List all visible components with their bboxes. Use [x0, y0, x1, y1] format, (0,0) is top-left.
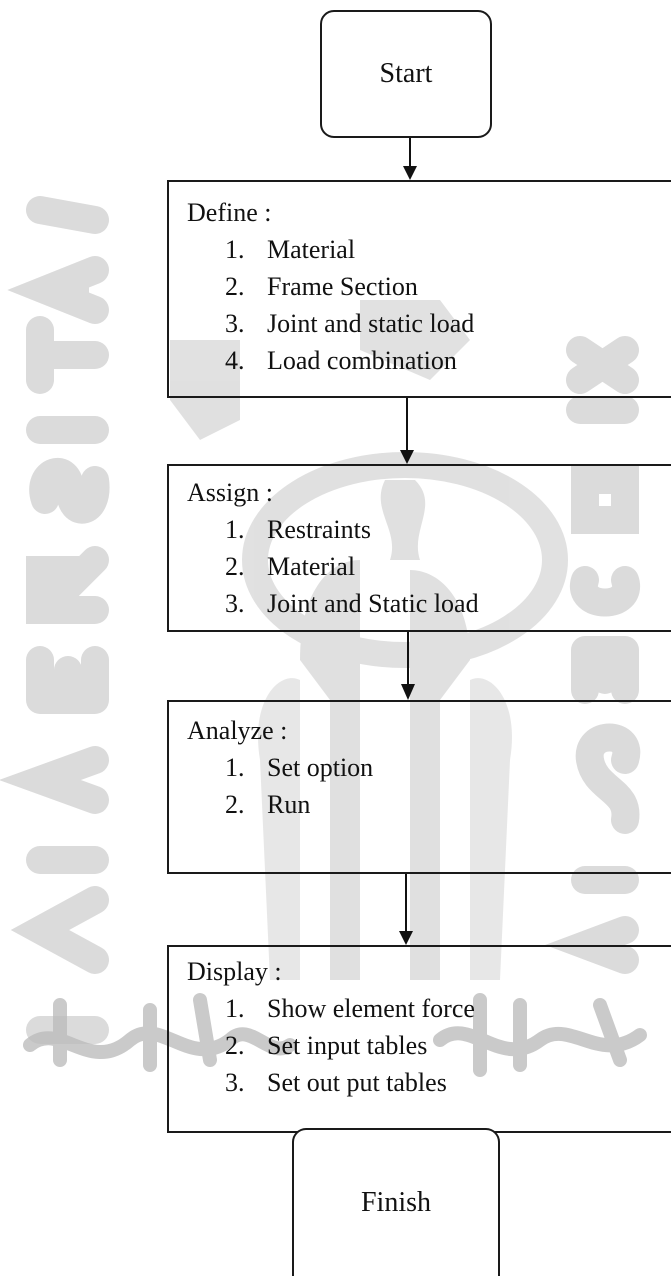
- list-item: 1. Restraints: [225, 511, 671, 548]
- item-number: 2.: [225, 790, 245, 819]
- process-item-list: 1.Show element force 2.Set input tables …: [187, 990, 671, 1101]
- item-number: 1.: [225, 515, 245, 544]
- finish-label: Finish: [360, 1187, 432, 1218]
- list-item: 2. Set input tables: [225, 1027, 671, 1064]
- start-terminal: Start: [320, 10, 492, 138]
- item-text: Frame Section: [267, 272, 418, 301]
- list-item: 2. Run: [225, 786, 671, 823]
- item-number: 2.: [225, 1031, 245, 1060]
- process-define: Define : 1. Material 2. Frame Section 3. Jo…: [167, 180, 671, 398]
- arrow-analyze-to-display: [399, 874, 413, 945]
- item-text: Run: [267, 790, 311, 819]
- process-title: Analyze :: [187, 716, 288, 745]
- list-item: 3. Set out put tables: [225, 1064, 671, 1101]
- item-text: Set out put tables: [267, 1068, 447, 1097]
- list-item: 2. Material: [225, 548, 671, 585]
- item-text: Joint and Static load: [267, 589, 479, 618]
- process-analyze: Analyze : 1. Set option 2. Run: [167, 700, 671, 874]
- list-item: 3. Joint and Static load: [225, 585, 671, 622]
- item-text: Material: [267, 552, 356, 581]
- item-number: 3.: [225, 589, 245, 618]
- item-number: 2.: [225, 552, 245, 581]
- item-text: Set input tables: [267, 1031, 428, 1060]
- item-text: Set option: [267, 753, 374, 782]
- item-number: 1.: [225, 235, 245, 264]
- item-text: Show element force: [267, 994, 475, 1023]
- list-item: 1. Material: [225, 231, 671, 268]
- arrow-assign-to-analyze: [401, 632, 415, 700]
- list-item: 3. Joint and static load: [225, 305, 671, 342]
- list-item: 1. Show element force: [225, 990, 671, 1027]
- item-text: Load combination: [267, 346, 457, 375]
- arrow-define-to-assign: [400, 398, 414, 464]
- arrow-start-to-define: [403, 138, 417, 180]
- process-item-list: 1. Restraints 2. Material 3. Joint and Stat…: [187, 511, 671, 622]
- item-text: Restraints: [267, 515, 371, 544]
- list-item: 2. Frame Section: [225, 268, 671, 305]
- process-item-list: 1. Material 2. Frame Section 3. Joint and s…: [187, 231, 671, 379]
- start-label: Start: [379, 58, 433, 89]
- process-assign: Assign : 1. Restraints 2. Material 3. Joint…: [167, 464, 671, 632]
- item-number: 3.: [225, 309, 245, 338]
- finish-terminal: Finish: [292, 1128, 500, 1276]
- process-display: Display : 1. Show element force 2. Set inp…: [167, 945, 671, 1133]
- list-item: 4. Load combination: [225, 342, 671, 379]
- list-item: 1. Set option: [225, 749, 671, 786]
- process-title: Assign :: [187, 478, 273, 507]
- item-number: 2.: [225, 272, 245, 301]
- item-text: Joint and static load: [267, 309, 475, 338]
- item-number: 3.: [225, 1068, 245, 1097]
- process-item-list: 1. Set option 2. Run: [187, 749, 671, 823]
- item-number: 1.: [225, 753, 245, 782]
- item-number: 4.: [225, 346, 245, 375]
- item-number: 1.: [225, 994, 245, 1023]
- item-text: Material: [267, 235, 356, 264]
- process-title: Display :: [187, 957, 282, 986]
- process-title: Define :: [187, 198, 272, 227]
